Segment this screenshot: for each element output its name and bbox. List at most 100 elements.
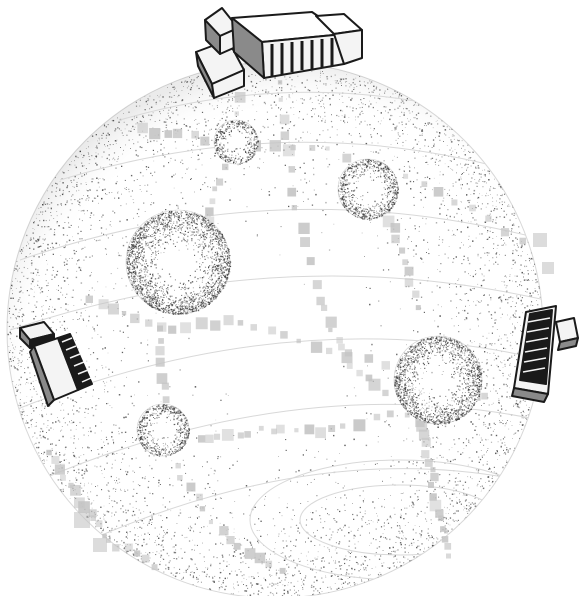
square-marker: [234, 543, 241, 550]
square-marker: [93, 538, 107, 552]
square-marker: [219, 526, 228, 535]
square-marker: [210, 320, 220, 330]
square-marker: [425, 459, 433, 467]
square-marker: [279, 98, 283, 102]
square-marker: [176, 463, 181, 468]
square-marker: [382, 390, 388, 396]
square-marker: [422, 181, 428, 187]
square-marker: [196, 317, 208, 329]
square-marker: [298, 223, 309, 234]
square-marker: [347, 363, 353, 369]
square-marker: [442, 536, 449, 543]
square-marker: [280, 568, 286, 574]
square-marker: [278, 80, 282, 84]
square-marker: [162, 383, 169, 390]
square-marker: [198, 435, 205, 442]
square-marker: [428, 482, 434, 488]
square-marker: [297, 339, 301, 343]
square-marker: [391, 223, 401, 233]
square-marker: [316, 297, 324, 305]
square-marker: [137, 123, 148, 134]
square-marker: [142, 555, 150, 563]
square-marker: [412, 291, 419, 298]
square-marker: [276, 425, 285, 434]
square-marker: [444, 543, 451, 550]
square-marker: [177, 475, 183, 481]
square-marker: [326, 317, 337, 328]
square-marker: [342, 154, 351, 163]
square-marker: [291, 145, 296, 150]
square-marker: [501, 228, 509, 236]
square-marker: [96, 520, 103, 527]
square-marker: [315, 427, 326, 438]
square-marker: [51, 456, 59, 464]
square-marker: [224, 315, 234, 325]
square-marker: [326, 348, 332, 354]
square-marker: [444, 530, 448, 534]
square-marker: [235, 111, 239, 115]
square-marker: [125, 544, 133, 552]
square-marker: [165, 130, 173, 138]
square-marker: [391, 235, 400, 244]
square-marker: [382, 361, 391, 370]
square-marker: [328, 328, 332, 332]
square-marker: [200, 506, 205, 511]
square-marker: [251, 324, 258, 331]
square-marker: [369, 379, 381, 391]
square-marker: [345, 349, 352, 356]
square-marker: [280, 331, 288, 339]
square-marker: [356, 370, 362, 376]
square-marker: [130, 314, 139, 323]
square-marker: [533, 233, 547, 247]
surface-sphere-4: [394, 336, 483, 425]
square-marker: [238, 320, 244, 326]
square-marker: [244, 431, 251, 438]
square-marker: [173, 129, 182, 138]
square-marker: [429, 493, 436, 500]
square-marker: [222, 164, 228, 170]
square-marker: [74, 512, 90, 528]
square-marker: [446, 554, 451, 559]
square-marker: [112, 544, 119, 551]
square-marker: [157, 373, 168, 384]
square-marker: [451, 200, 457, 206]
square-marker: [210, 198, 216, 204]
square-marker: [205, 207, 213, 215]
square-marker: [374, 414, 381, 421]
square-marker: [421, 450, 429, 458]
square-marker: [311, 342, 322, 353]
square-marker: [156, 358, 165, 367]
square-marker: [287, 188, 296, 197]
square-marker: [99, 299, 109, 309]
square-marker: [300, 237, 310, 247]
square-marker: [325, 146, 329, 150]
square-marker: [338, 344, 345, 351]
square-marker: [216, 179, 223, 186]
square-marker: [226, 536, 234, 544]
square-marker: [60, 475, 66, 481]
square-marker: [336, 337, 343, 344]
square-marker: [313, 280, 322, 289]
square-marker: [270, 140, 281, 151]
square-marker: [191, 131, 199, 139]
square-marker: [214, 434, 220, 440]
square-marker: [416, 305, 421, 310]
square-marker: [134, 550, 140, 556]
square-marker: [268, 327, 276, 335]
surface-sphere-1: [214, 120, 259, 165]
square-marker: [294, 428, 298, 432]
square-marker: [149, 128, 160, 139]
square-marker: [542, 262, 554, 274]
square-marker: [222, 429, 234, 441]
square-marker: [469, 205, 476, 212]
square-marker: [180, 322, 191, 333]
square-marker: [481, 393, 488, 400]
square-marker: [365, 354, 374, 363]
square-marker: [309, 145, 315, 151]
square-marker: [405, 278, 414, 287]
square-marker: [212, 186, 217, 191]
square-marker: [235, 92, 246, 103]
square-marker: [259, 426, 264, 431]
square-marker: [340, 423, 345, 428]
